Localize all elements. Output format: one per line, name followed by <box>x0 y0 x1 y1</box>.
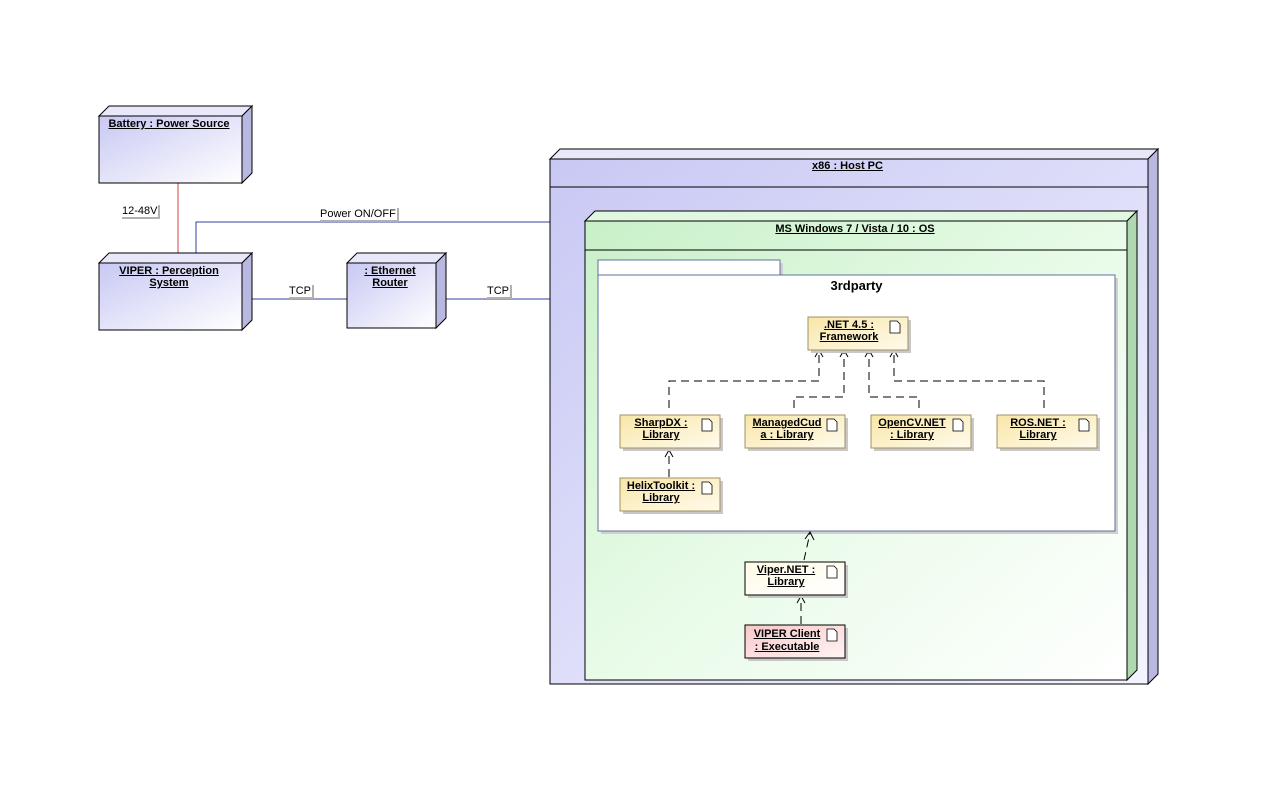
power-onoff-line <box>195 221 550 255</box>
ros-artifact[interactable] <box>996 414 1100 451</box>
helix-label-line2: Library <box>642 492 680 504</box>
vipernet-label-line2: Library <box>767 576 805 588</box>
sharpdx-label-line2: Library <box>642 429 680 441</box>
net-artifact[interactable] <box>807 316 911 353</box>
helix-artifact[interactable] <box>619 477 723 514</box>
opencv-artifact[interactable] <box>870 414 974 451</box>
client-artifact[interactable] <box>744 624 848 661</box>
helix-label-line1: HelixToolkit : <box>626 480 696 492</box>
managedcuda-artifact[interactable] <box>744 414 848 451</box>
tcp-label-2: TCP <box>487 285 512 299</box>
router-label-line1: : Ethernet <box>364 265 416 277</box>
sharpdx-label-line1: SharpDX : <box>634 417 688 429</box>
host-label: x86 : Host PC <box>812 160 883 172</box>
battery-node[interactable] <box>97 104 254 185</box>
opencv-label-line2: : Library <box>889 429 934 441</box>
net-label-line1: .NET 4.5 : <box>823 319 875 331</box>
vipernet-artifact[interactable] <box>744 561 848 598</box>
viper-label-line1: VIPER : Perception <box>119 265 219 277</box>
power-label: 12-48V <box>122 205 161 219</box>
client-label-line2: : Executable <box>754 641 820 653</box>
power-onoff-label: Power ON/OFF <box>320 208 399 222</box>
sharpdx-artifact[interactable] <box>619 414 723 451</box>
viper-label-line2: System <box>149 277 189 289</box>
net-label-line2: Framework <box>819 331 879 343</box>
managedcuda-label-line2: a : Library <box>760 429 814 441</box>
opencv-label-line1: OpenCV.NET <box>878 417 946 429</box>
ros-label-line2: Library <box>1019 429 1057 441</box>
tcp-label-1: TCP <box>289 285 314 299</box>
ros-label-line1: ROS.NET : <box>1010 417 1066 429</box>
package-title: 3rdparty <box>830 278 883 293</box>
battery-label: Battery : Power Source <box>108 118 230 130</box>
router-label-line2: Router <box>372 277 408 289</box>
router-node[interactable] <box>345 251 448 330</box>
vipernet-label-line1: Viper.NET : <box>756 564 816 576</box>
managedcuda-label-line1: ManagedCud <box>752 417 822 429</box>
os-label: MS Windows 7 / Vista / 10 : OS <box>775 223 935 235</box>
client-label-line1: VIPER Client <box>753 628 821 640</box>
dependency-lines <box>668 350 1045 624</box>
viper-node[interactable] <box>97 251 254 332</box>
